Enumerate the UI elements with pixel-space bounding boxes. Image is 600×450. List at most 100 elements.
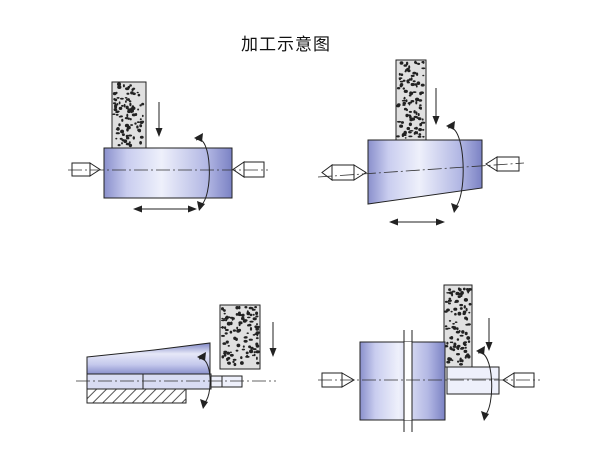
grinding-wheel-icon [395,59,427,141]
grit-dot [221,307,224,311]
grit-dot [396,104,400,108]
grit-dot [463,349,468,353]
grit-dot [454,321,458,324]
grit-dot [131,89,134,92]
grit-dot [116,126,120,131]
grit-dot [417,113,420,117]
center-point-icon [485,156,520,172]
grit-dot [418,128,422,132]
grit-dot [229,353,234,357]
grit-dot [241,348,246,351]
grit-dot [253,351,256,354]
grit-dot [248,306,253,310]
grit-dot [225,319,228,322]
grit-dot [131,105,135,109]
grit-dot [453,342,457,346]
grit-dot [422,74,425,77]
grit-dot [401,133,405,137]
grit-dot [446,308,450,312]
grit-dot [232,329,236,332]
grit-dot [451,341,454,344]
wheel-grit [112,82,145,148]
grit-dot [409,130,414,132]
grit-dot [226,342,229,344]
grit-dot [463,298,468,302]
grit-dot [408,78,412,81]
grit-dot [129,118,132,121]
grit-dot [403,130,407,135]
grit-dot [468,302,472,306]
grit-dot [415,111,418,115]
grit-dot [233,362,237,367]
grit-dot [454,312,457,316]
grit-dot [226,321,231,326]
grit-dot [131,109,134,113]
grit-dot [126,136,129,139]
grit-dot [458,288,462,292]
grit-dot [246,310,249,314]
grit-dot [464,331,468,336]
grit-dot [449,346,452,350]
grit-dot [410,77,413,81]
grit-dot [416,81,421,85]
grit-dot [241,313,245,316]
grit-dot [403,89,408,93]
grit-dot [119,115,123,118]
grit-dot [240,356,243,360]
grit-dot [456,338,460,341]
grit-dot [465,307,468,312]
center-point-icon [71,162,101,177]
grit-dot [116,103,119,106]
grit-dot [118,101,121,105]
grit-dot [221,319,226,322]
grit-dot [412,91,417,93]
grit-dot [460,347,464,350]
grit-dot [223,353,227,357]
grit-dot [248,323,252,327]
grit-dot [448,297,452,300]
grit-dot [223,318,226,320]
grinding-wheel-icon [443,284,473,368]
grit-dot [227,361,231,365]
grit-dot [221,355,225,359]
grit-dot [446,360,451,364]
grit-dot [239,321,243,325]
grit-dot [410,74,415,77]
rotation-arrow-icon [446,121,464,213]
grit-dot [448,320,452,322]
grit-dot [121,142,123,145]
grit-dot [413,83,418,86]
grit-dot [128,134,133,137]
grit-dot [399,61,404,65]
feed-arrow-icon [133,205,197,213]
grit-dot [396,135,400,138]
grit-dot [112,102,117,105]
grit-dot [115,113,119,116]
grit-dot [237,311,241,315]
grit-dot [223,309,226,312]
grit-dot [408,122,412,127]
grit-dot [254,333,259,335]
grit-dot [405,99,408,103]
grit-dot [422,128,425,131]
grit-dot [252,354,254,357]
grit-dot [448,291,453,295]
grit-dot [139,104,142,107]
grit-dot [404,70,407,73]
grit-dot [221,334,225,337]
grit-dot [444,325,448,328]
grit-dot [256,361,260,365]
grit-dot [457,311,462,316]
grit-dot [448,302,451,305]
grit-dot [466,289,470,292]
grit-dot [419,104,422,107]
wheel-grit [396,60,426,139]
grit-dot [453,307,458,311]
grit-dot [419,122,423,127]
grit-dot [139,135,144,139]
grit-dot [245,351,249,355]
grinding-wheel-icon [219,304,261,370]
grit-dot [254,306,257,309]
grit-dot [413,110,416,114]
